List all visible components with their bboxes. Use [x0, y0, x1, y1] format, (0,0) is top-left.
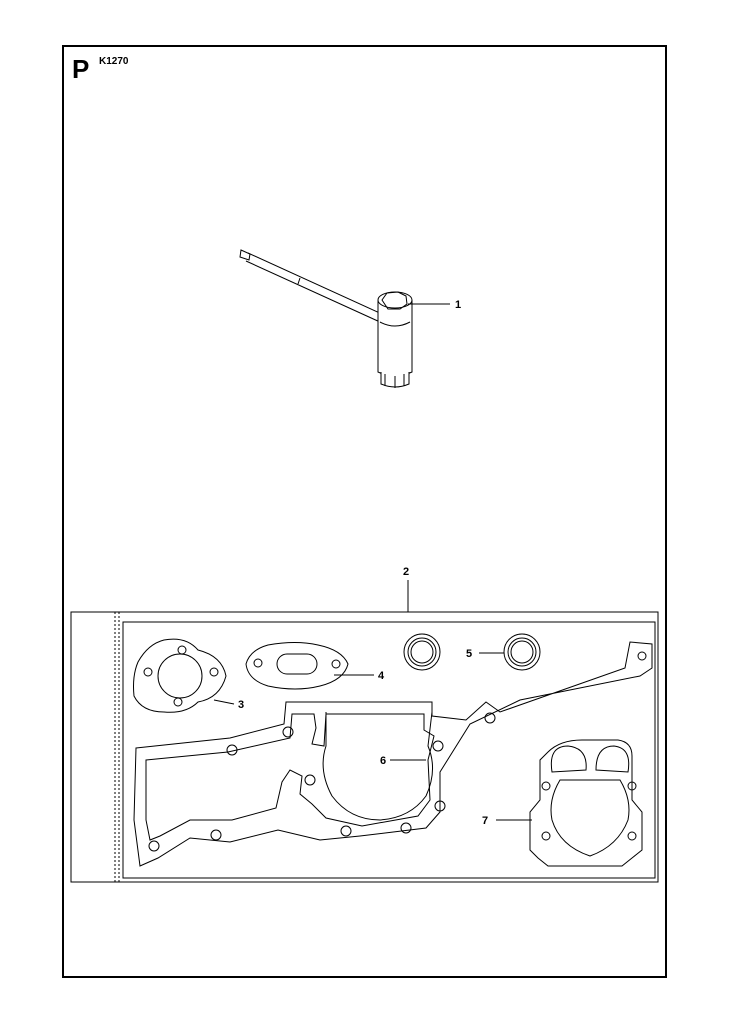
crankcase-gasket-icon	[133, 641, 653, 867]
cylinder-gasket-icon	[529, 739, 643, 867]
page-border	[62, 45, 667, 978]
combination-wrench-icon	[239, 249, 413, 388]
callout-leaders	[213, 303, 532, 821]
callout-7: 7	[482, 815, 488, 827]
callout-1: 1	[455, 299, 461, 311]
seal-ring-icon	[403, 633, 541, 671]
gasket-kit-package-icon	[70, 611, 659, 883]
callout-3: 3	[238, 699, 244, 711]
callout-4: 4	[378, 670, 385, 682]
callout-6: 6	[380, 755, 386, 767]
oval-flange-gasket-icon	[245, 642, 349, 690]
round-flange-gasket-icon	[133, 638, 227, 713]
callout-5: 5	[466, 648, 472, 660]
callout-2: 2	[403, 566, 409, 578]
figure-code: K1270	[99, 56, 129, 67]
section-letter: P	[72, 54, 90, 84]
